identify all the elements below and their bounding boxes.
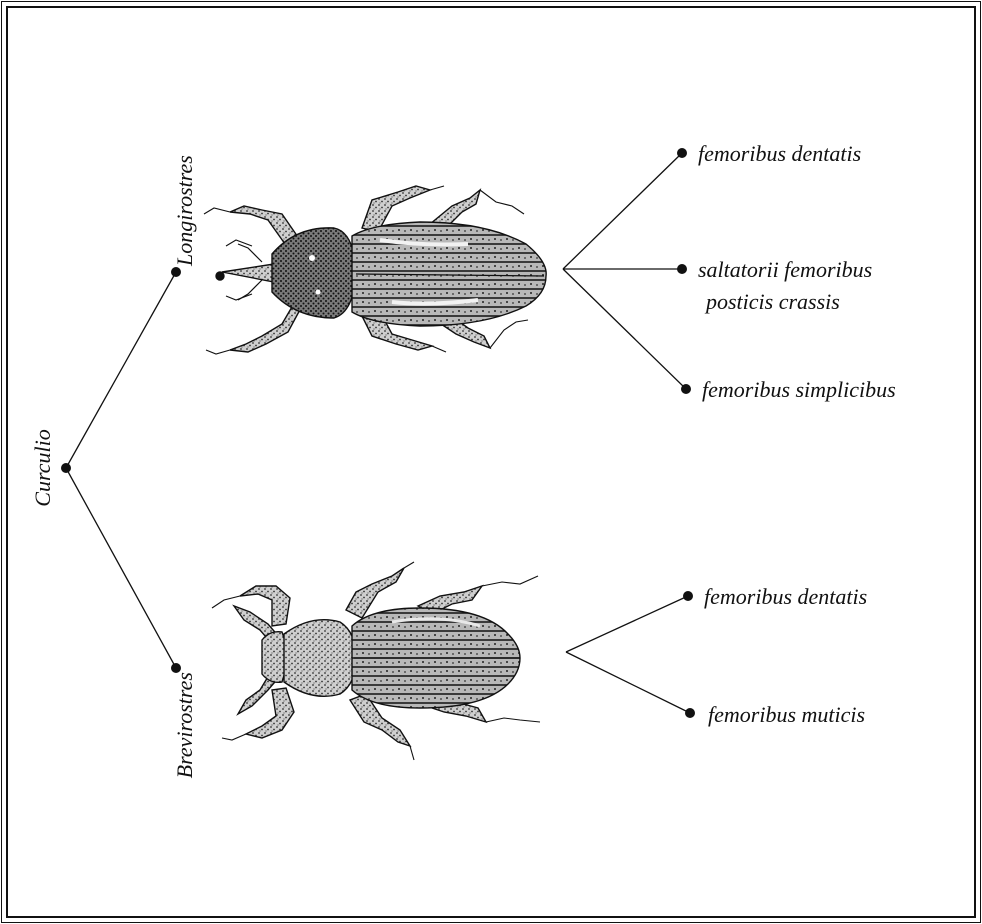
- leaf-label-femoribus-muticis: femoribus muticis: [708, 702, 865, 727]
- brevirostres-label: Brevirostres: [172, 672, 197, 778]
- leaf-node-3: [681, 384, 691, 394]
- leaf-node-1: [677, 148, 687, 158]
- long-snouted-weevil-illustration: [204, 186, 546, 354]
- brevirostres-fan-line-1: [566, 596, 688, 652]
- short-snouted-weevil-illustration: [212, 562, 540, 760]
- leaf-label-saltatorii-line1: saltatorii femoribus: [698, 257, 872, 282]
- leaf-node-2: [677, 264, 687, 274]
- root-to-brevirostres-line: [66, 468, 176, 668]
- leaf-node-4: [683, 591, 693, 601]
- root-label: Curculio: [30, 429, 55, 506]
- brevirostres-node: [171, 663, 181, 673]
- leaf-label-saltatorii-line2: posticis crassis: [704, 289, 840, 314]
- leaf-label-femoribus-dentatis-2: femoribus dentatis: [704, 584, 867, 609]
- root-to-longirostres-line: [66, 272, 176, 468]
- leaf-label-femoribus-dentatis-1: femoribus dentatis: [698, 141, 861, 166]
- longirostres-fan-line-3: [563, 269, 686, 389]
- longirostres-label: Longirostres: [172, 155, 197, 267]
- longirostres-fan-line-1: [563, 153, 682, 269]
- root-node: [61, 463, 71, 473]
- brevirostres-fan-line-2: [566, 652, 690, 713]
- longirostres-node: [171, 267, 181, 277]
- leaf-node-5: [685, 708, 695, 718]
- leaf-label-femoribus-simplicibus: femoribus simplicibus: [702, 377, 896, 402]
